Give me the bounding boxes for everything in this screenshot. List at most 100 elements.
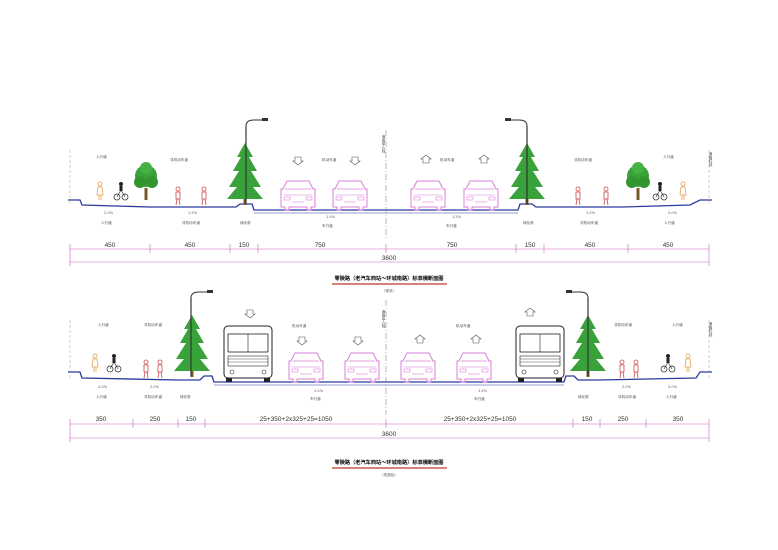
arrow-down-icon xyxy=(292,156,304,166)
slope-label: 2.0% xyxy=(104,211,114,215)
dimension-label: 450 xyxy=(105,242,116,249)
ground-profile-1 xyxy=(68,199,712,211)
section-subtitle-2: （改造后） xyxy=(380,472,398,477)
bus-icon xyxy=(515,325,565,383)
lane-label: 绿化带 xyxy=(180,394,191,399)
zone-label: 机动车道 xyxy=(440,157,455,162)
slope-label: 2.0% xyxy=(668,385,678,389)
slope-label: 1.5% xyxy=(188,211,198,215)
car-icon xyxy=(332,180,368,211)
zone-label: 机动车道 xyxy=(322,157,337,162)
dimension-label: 25+350+2x325+25=1050 xyxy=(444,416,517,423)
lane-label: 车行道 xyxy=(474,396,485,401)
car-icon xyxy=(344,352,380,383)
cyclist-icon xyxy=(652,181,668,201)
lane-label: 车行道 xyxy=(446,223,457,228)
lane-label: 绿化带 xyxy=(523,220,534,225)
edge-zone-label: 人行道 xyxy=(672,322,683,327)
pedestrian-icon xyxy=(96,181,104,201)
edge-zone-label: 人行道 xyxy=(98,322,109,327)
car-icon xyxy=(410,180,446,211)
cyclist-icon xyxy=(106,353,122,373)
cyclist-icon xyxy=(113,181,129,201)
slope-label: 1.5% xyxy=(326,215,336,219)
dimension-label: 350 xyxy=(96,416,107,423)
person-icon xyxy=(157,359,163,379)
car-icon xyxy=(463,180,499,211)
slope-label: 1.5% xyxy=(586,211,596,215)
lane-label: 绿化带 xyxy=(578,394,589,399)
lane-label: 非机动车道 xyxy=(182,220,200,225)
car-icon xyxy=(400,352,436,383)
person-icon xyxy=(175,186,181,206)
lane-label: 车行道 xyxy=(310,396,321,401)
edge-zone-label: 人行道 xyxy=(96,154,107,159)
total-dimension: 3600 xyxy=(382,255,397,262)
dimension-label: 450 xyxy=(663,242,674,249)
zone-label: 非机动车道 xyxy=(144,322,162,327)
cyclist-icon xyxy=(660,353,676,373)
slope-label: 2.0% xyxy=(668,211,678,215)
dimension-label: 150 xyxy=(582,416,593,423)
car-icon xyxy=(288,352,324,383)
lane-label: 人行道 xyxy=(664,220,675,225)
dimension-label: 450 xyxy=(185,242,196,249)
edge-label: 道路红线 xyxy=(708,321,713,337)
lane-label: 非机动车道 xyxy=(580,220,598,225)
dimension-label: 350 xyxy=(673,416,684,423)
slope-label: 2.0% xyxy=(98,385,108,389)
person-icon xyxy=(603,186,609,206)
bus-icon xyxy=(223,325,273,383)
zone-label: 非机动车道 xyxy=(614,322,632,327)
pedestrian-icon xyxy=(679,181,687,201)
dimension-row-1 xyxy=(69,244,710,266)
lane-label: 非机动车道 xyxy=(144,394,162,399)
slope-label: 2.0% xyxy=(622,385,632,389)
arrow-up-icon xyxy=(470,334,482,344)
section-1: 道路中心线 非机动车道 机动车道 机动车道 非机动车道 人行道 人行道 xyxy=(68,117,713,293)
arrow-down-icon xyxy=(296,336,308,346)
arrow-up-icon xyxy=(478,154,490,164)
section-2: 道路中心线 非机动车道 机动车道 机动车道 非机动车道 人行道 人行道 道路红线… xyxy=(68,289,713,477)
person-icon xyxy=(633,359,639,379)
edge-zone-label: 人行道 xyxy=(663,154,674,159)
arrow-up-icon xyxy=(414,334,426,344)
slope-label: 1.5% xyxy=(478,389,488,393)
arrow-down-icon xyxy=(352,336,364,346)
center-label-2: 道路中心线 xyxy=(381,309,386,328)
slope-label: 1.5% xyxy=(314,389,324,393)
zone-label: 机动车道 xyxy=(456,323,471,328)
person-icon xyxy=(201,186,207,206)
lane-label: 人行道 xyxy=(96,394,107,399)
center-label-1: 道路中心线 xyxy=(381,134,386,153)
dimension-label: 250 xyxy=(618,416,629,423)
pedestrian-icon xyxy=(91,353,99,373)
person-icon xyxy=(575,186,581,206)
arrow-down-icon xyxy=(244,309,256,319)
lane-label: 非机动车道 xyxy=(618,394,636,399)
dimension-label: 150 xyxy=(239,242,250,249)
total-dimension: 3600 xyxy=(382,431,397,438)
ground-profile-2 xyxy=(68,371,712,383)
tree-icon xyxy=(626,162,650,200)
person-icon xyxy=(619,359,625,379)
zone-label: 机动车道 xyxy=(292,323,307,328)
arrow-down-icon xyxy=(349,156,361,166)
dimension-row-2 xyxy=(69,419,710,442)
zone-label: 非机动车道 xyxy=(574,157,592,162)
pedestrian-icon xyxy=(684,353,692,373)
arrow-up-icon xyxy=(524,307,536,317)
lane-label: 车行道 xyxy=(322,223,333,228)
lane-label: 绿化带 xyxy=(240,220,251,225)
slope-label: 1.5% xyxy=(452,215,462,219)
tree-icon xyxy=(134,162,158,200)
lane-label: 人行道 xyxy=(101,220,112,225)
dimension-label: 750 xyxy=(447,242,458,249)
dimension-label: 750 xyxy=(315,242,326,249)
section-title-1: 零陵路（老汽车西站～环城南路）标准横断面图 xyxy=(334,274,444,282)
car-icon xyxy=(456,352,492,383)
person-icon xyxy=(143,359,149,379)
arrow-up-icon xyxy=(420,154,432,164)
zone-label: 非机动车道 xyxy=(170,157,188,162)
